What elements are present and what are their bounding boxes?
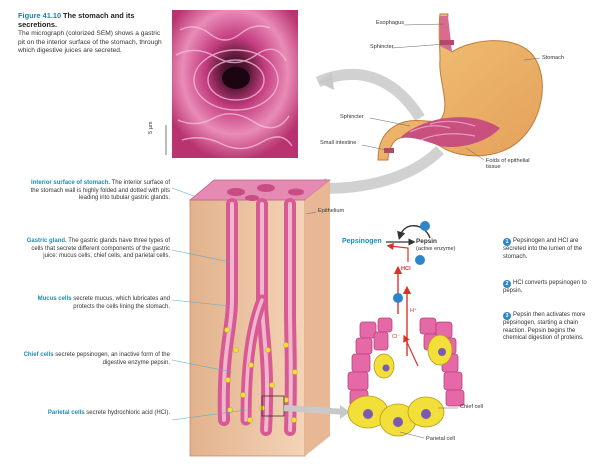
zoom-arrow-top bbox=[318, 74, 420, 118]
step-3-text: Pepsin then activates more pepsinogen, s… bbox=[503, 312, 585, 341]
zoom-arrow-cells bbox=[284, 408, 346, 412]
label-epithelium: Epithelium bbox=[318, 208, 344, 214]
label-sphincter-bottom: Sphincter bbox=[340, 114, 364, 120]
note-chief-cells-text: secrete pepsinogen, an inactive form of … bbox=[55, 352, 170, 366]
label-cl-ion: Cl⁻ bbox=[392, 334, 400, 340]
label-hcl: HCl bbox=[401, 266, 411, 272]
step-3-number: 3 bbox=[503, 312, 511, 320]
label-pepsin-sub: (active enzyme) bbox=[416, 246, 455, 252]
label-small-intestine: Small intestine bbox=[320, 140, 360, 146]
note-gastric-gland: Gastric gland. The gastric glands have t… bbox=[22, 238, 170, 261]
note-interior-surface: Interior surface of stomach. The interio… bbox=[22, 180, 170, 203]
label-epithelial-folds: Folds of epithelial tissue bbox=[486, 158, 530, 170]
step-2-number: 2 bbox=[503, 280, 511, 288]
figure-caption: Figure 41.10 The stomach and its secreti… bbox=[18, 12, 168, 55]
label-pepsin: Pepsin bbox=[416, 238, 437, 245]
label-esophagus: Esophagus bbox=[376, 20, 404, 26]
scale-bar-label: 5 µm bbox=[148, 121, 154, 134]
note-parietal-cells-text: secrete hydrochloric acid (HCl). bbox=[86, 410, 170, 416]
note-chief-cells: Chief cells secrete pepsinogen, an inact… bbox=[22, 352, 170, 367]
note-gastric-gland-term: Gastric gland. bbox=[27, 238, 67, 244]
note-mucus-cells-term: Mucus cells bbox=[38, 296, 72, 302]
figure-caption-text: The micrograph (colorized SEM) shows a g… bbox=[18, 30, 168, 55]
note-mucus-cells-text: secrete mucus, which lubricates and prot… bbox=[73, 296, 170, 310]
label-pepsinogen: Pepsinogen bbox=[342, 238, 382, 245]
step-2-text: HCl converts pepsinogen to pepsin. bbox=[503, 280, 587, 294]
label-sphincter-top: Sphincter bbox=[370, 44, 394, 50]
label-parietal-cell: Parietal cell bbox=[426, 436, 455, 442]
step-1-number: 1 bbox=[503, 238, 511, 246]
gastric-cell-cluster bbox=[348, 318, 464, 436]
figure-number: Figure 41.10 bbox=[18, 11, 61, 20]
stomach-illustration bbox=[378, 14, 542, 160]
note-parietal-cells-term: Parietal cells bbox=[48, 410, 85, 416]
step-1-text: Pepsinogen and HCl are secreted into the… bbox=[503, 238, 582, 260]
note-mucus-cells: Mucus cells secrete mucus, which lubrica… bbox=[22, 296, 170, 311]
micrograph bbox=[172, 10, 298, 158]
label-stomach: Stomach bbox=[542, 55, 564, 61]
note-parietal-cells: Parietal cells secrete hydrochloric acid… bbox=[22, 410, 170, 418]
label-h-ion: H⁺ bbox=[410, 308, 417, 314]
note-interior-surface-term: Interior surface of stomach. bbox=[31, 180, 110, 186]
label-chief-cell: Chief cell bbox=[460, 404, 483, 410]
note-chief-cells-term: Chief cells bbox=[24, 352, 54, 358]
